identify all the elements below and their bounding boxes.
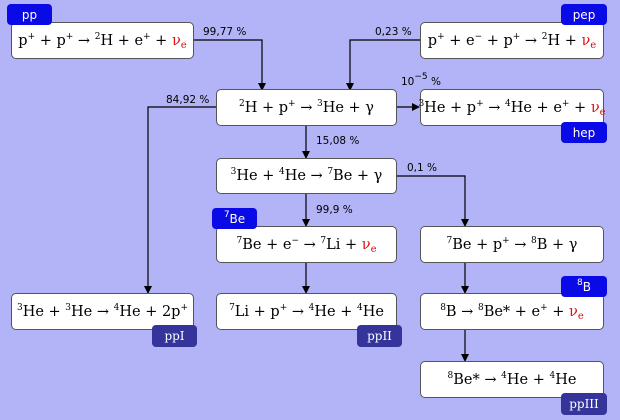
- branch-he3-to-hep: 10−5 %: [401, 72, 441, 89]
- reaction-box-be8-decay: 8Be* → 4He + 4He: [420, 361, 604, 398]
- arrow-be7-to-be7p: [397, 175, 469, 227]
- reaction-box-deuterium-capture: 2H + p+ → 3He + γ: [216, 89, 397, 126]
- reaction-be7-proton: 7Be + p+ → 8B + γ: [446, 235, 578, 253]
- reaction-ppII: 7Li + p+ → 4He + 4He: [229, 302, 384, 320]
- reaction-deuterium-capture: 2H + p+ → 3He + γ: [239, 98, 374, 116]
- branch-pep-to-deuterium: 0,23 %: [375, 26, 412, 38]
- reaction-hep: 3He + p+ → 4He + e+ + νe: [418, 98, 606, 118]
- branch-he3-ppI: 84,92 %: [166, 94, 210, 106]
- arrow-he3-to-ppI: [144, 106, 216, 294]
- reaction-box-he3-he4: 3He + 4He → 7Be + γ: [216, 158, 397, 194]
- reaction-box-be7-proton: 7Be + p+ → 8B + γ: [420, 226, 604, 263]
- tag-pp: pp: [7, 4, 52, 25]
- tag-ppII: ppII: [357, 325, 402, 347]
- reaction-be8-decay: 8Be* → 4He + 4He: [447, 370, 577, 388]
- reaction-box-pep: p+ + e− + p+ → 2H + νe: [420, 22, 604, 59]
- arrow-pep-to-deuterium: [346, 39, 420, 91]
- arrow-pp-to-deuterium: [193, 39, 266, 91]
- reaction-ppI: 3He + 3He → 4He + 2p+: [16, 302, 189, 320]
- reaction-pep: p+ + e− + p+ → 2H + νe: [427, 31, 597, 51]
- reaction-b8-decay: 8B → 8Be* + e+ + νe: [440, 302, 584, 322]
- tag-be7: 7Be: [212, 208, 257, 229]
- reaction-box-hep: 3He + p+ → 4He + e+ + νe: [418, 89, 606, 126]
- reaction-box-b8-decay: 8B → 8Be* + e+ + νe: [420, 293, 604, 330]
- reaction-he3-he4: 3He + 4He → 7Be + γ: [230, 167, 383, 185]
- reaction-be7-electron: 7Be + e− → 7Li + νe: [236, 235, 377, 255]
- reaction-box-pp: p+ + p+ → 2H + e+ + νe: [11, 22, 194, 59]
- tag-hep: hep: [561, 122, 607, 143]
- branch-pp-to-deuterium: 99,77 %: [203, 26, 247, 38]
- reaction-box-be7-electron: 7Be + e− → 7Li + νe: [216, 226, 397, 263]
- tag-ppI: ppI: [152, 325, 197, 347]
- reaction-pp: p+ + p+ → 2H + e+ + νe: [18, 31, 187, 51]
- reaction-box-ppII: 7Li + p+ → 4He + 4He: [216, 293, 397, 330]
- branch-he3-he4: 15,08 %: [316, 135, 360, 147]
- reaction-box-ppI: 3He + 3He → 4He + 2p+: [11, 293, 194, 330]
- branch-be7-electron: 99,9 %: [316, 204, 353, 216]
- tag-pep: pep: [561, 4, 607, 25]
- tag-ppIII: ppIII: [561, 393, 607, 415]
- tag-b8: 8B: [561, 276, 607, 297]
- branch-be7-proton: 0,1 %: [407, 162, 438, 174]
